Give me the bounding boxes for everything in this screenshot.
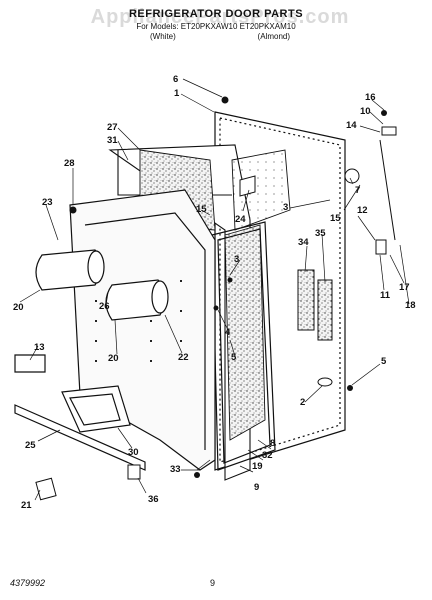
- callout-17: 17: [399, 282, 410, 293]
- watermark: AppliancePartsPros.com: [90, 6, 350, 28]
- model-subtitle: For Models: ET20PKXAW10 ET20PKXAM10: [136, 22, 296, 31]
- document-part-number: 4379992: [10, 578, 46, 588]
- callout-34: 34: [298, 237, 309, 248]
- callout-4: 4: [225, 327, 231, 338]
- callout-35: 35: [315, 228, 326, 239]
- callout-18: 18: [405, 300, 416, 311]
- callout-11: 11: [380, 290, 391, 301]
- callout-5a: 5: [231, 352, 237, 363]
- callout-31: 31: [107, 135, 118, 146]
- callout-10: 10: [360, 106, 371, 117]
- callout-15b: 15: [330, 213, 341, 224]
- callout-20a: 20: [13, 302, 24, 313]
- callout-22: 22: [178, 352, 189, 363]
- callout-1: 1: [174, 88, 180, 99]
- callout-26: 26: [99, 301, 110, 312]
- callout-numbers: 6 1 27 31 28 23 15 24 3 16 10 14 7 12 15…: [13, 74, 416, 511]
- door-gasket: [211, 221, 276, 471]
- screws: [69, 96, 387, 478]
- callout-16: 16: [365, 92, 376, 103]
- callout-33: 33: [170, 464, 181, 475]
- callout-12: 12: [357, 205, 368, 216]
- callout-3b: 3: [234, 254, 239, 265]
- page-title: REFRIGERATOR DOOR PARTS: [128, 8, 304, 20]
- callout-19: 19: [252, 461, 263, 472]
- callout-7: 7: [355, 185, 360, 196]
- callout-20b: 20: [108, 353, 119, 364]
- callout-3a: 3: [283, 202, 288, 213]
- lower-bin-and-trim: [14, 354, 146, 471]
- callout-13: 13: [34, 342, 45, 353]
- callout-21: 21: [21, 500, 32, 511]
- callout-23: 23: [42, 197, 53, 208]
- callout-32: 32: [262, 450, 273, 461]
- callout-9: 9: [254, 482, 259, 493]
- callout-2: 2: [300, 397, 305, 408]
- callout-36: 36: [148, 494, 159, 505]
- leader-lines: [19, 78, 410, 501]
- door-shelf-bins: [35, 249, 169, 321]
- callout-24: 24: [235, 214, 246, 225]
- color-columns: (White) (Almond): [150, 32, 290, 41]
- callout-25: 25: [25, 440, 36, 451]
- color-almond-label: (Almond): [257, 32, 290, 41]
- callout-27: 27: [107, 122, 118, 133]
- callout-28: 28: [64, 158, 75, 169]
- callout-14: 14: [346, 120, 357, 131]
- small-parts: [35, 126, 397, 501]
- callout-15a: 15: [196, 204, 207, 215]
- page-number: 9: [210, 578, 216, 588]
- callout-5b: 5: [381, 356, 387, 367]
- callout-30: 30: [128, 447, 139, 458]
- color-white-label: (White): [150, 32, 176, 41]
- callout-6: 6: [173, 74, 178, 85]
- callout-8: 8: [270, 438, 275, 449]
